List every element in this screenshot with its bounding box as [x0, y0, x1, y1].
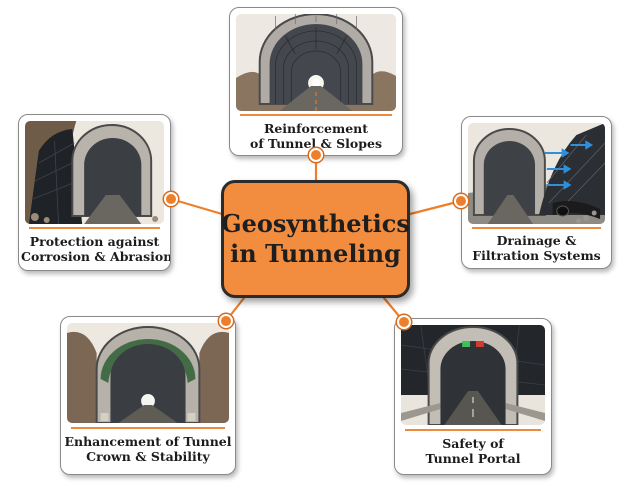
node-label-drainage: Drainage & Filtration Systems [472, 233, 601, 263]
connector-drainage [408, 199, 463, 216]
node-label-safety: Safety of Tunnel Portal [425, 436, 521, 466]
node-safety: Safety of Tunnel Portal [394, 318, 552, 475]
hub-title-line-1: Geosynthetics [221, 209, 410, 238]
node-enhancement: Enhancement of Tunnel Crown & Stability [60, 316, 236, 475]
tunnel-drainage-image [468, 123, 605, 224]
tunnel-protection-image [25, 121, 164, 224]
hub-title-line-2: in Tunneling [230, 239, 401, 268]
card-divider [71, 427, 225, 429]
central-hub: Geosynthetics in Tunneling [221, 180, 410, 298]
node-label-enhancement: Enhancement of Tunnel Crown & Stability [64, 434, 232, 464]
node-protection: Protection against Corrosion & Abrasion [18, 114, 171, 271]
tunnel-crown-image [67, 323, 229, 423]
card-divider [472, 227, 601, 229]
card-divider [29, 227, 160, 229]
node-reinforcement: Reinforcement of Tunnel & Slopes [229, 7, 403, 156]
connector-dot-safety [397, 315, 411, 329]
card-divider [405, 429, 541, 431]
tunnel-portal-image [401, 325, 545, 425]
node-label-reinforcement: Reinforcement of Tunnel & Slopes [249, 121, 383, 151]
node-drainage: Drainage & Filtration Systems [461, 116, 612, 269]
connector-dot-drainage [454, 194, 468, 208]
connector-dot-reinforcement [309, 148, 323, 162]
card-divider [240, 114, 392, 116]
connector-dot-protection [164, 192, 178, 206]
connector-dot-enhancement [219, 314, 233, 328]
node-label-protection: Protection against Corrosion & Abrasion [21, 234, 171, 264]
connector-protection [169, 197, 224, 216]
tunnel-reinforcement-image [236, 14, 396, 111]
